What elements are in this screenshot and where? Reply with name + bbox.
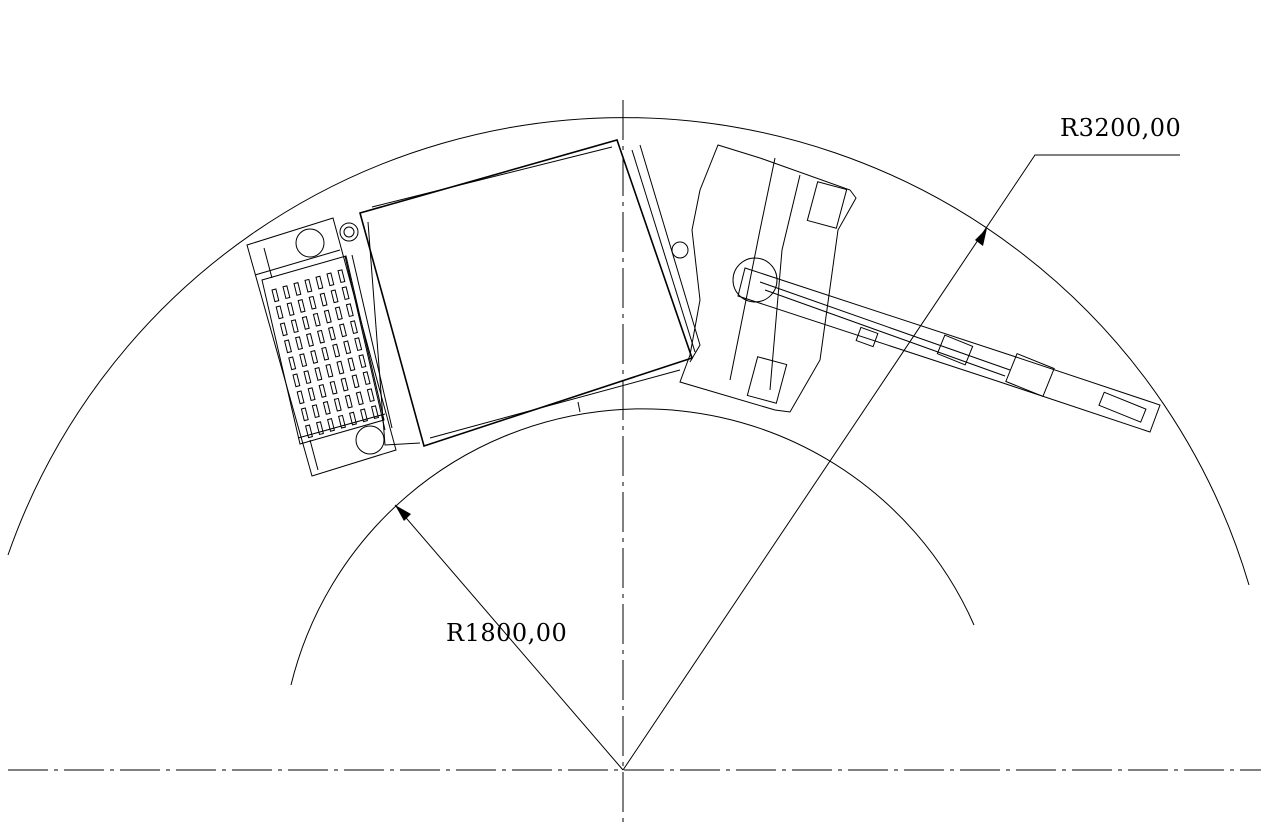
grille-slot [288, 356, 297, 371]
grille-slot [334, 306, 343, 321]
radiator-panel [246, 217, 397, 477]
grille-slot [337, 414, 346, 429]
grille-slot [296, 390, 305, 405]
grille-slot [362, 371, 371, 386]
grille-slot [308, 295, 317, 310]
grille-slot [348, 411, 357, 426]
grille-slot [329, 380, 338, 395]
grille-slot [304, 278, 313, 293]
grille-slot [337, 269, 346, 284]
grille-slot [347, 357, 356, 372]
outer-radius-label: R3200,00 [1060, 114, 1182, 142]
grille-slot [318, 384, 327, 398]
grille-slot [283, 339, 292, 354]
inner-radius-arrowhead [395, 505, 411, 521]
grille-slot [355, 391, 364, 406]
grille-slot [304, 424, 313, 439]
grille-slot [311, 404, 320, 419]
grille-slot [321, 346, 330, 361]
grille-slot [301, 316, 310, 330]
grille-slot [359, 408, 368, 423]
grille-slot [316, 329, 325, 344]
grille-slot [326, 272, 335, 287]
grille-slot [307, 387, 316, 402]
grille-slot [330, 289, 339, 304]
grille-slot [327, 326, 336, 341]
machine-body [339, 139, 701, 448]
grille-slot [299, 353, 308, 368]
inner-radius-leader [394, 504, 624, 771]
grille-slot [349, 320, 358, 335]
grille-slot [366, 388, 375, 403]
rear-frame [671, 144, 857, 413]
grille-slot [275, 305, 284, 320]
boom-arm [737, 267, 1161, 433]
grille-slot [326, 418, 335, 432]
grille-slot [314, 367, 323, 381]
grille-slot [294, 336, 303, 351]
grille-slot [319, 292, 328, 307]
outer-radius-arrowhead [975, 228, 987, 246]
grille-slot [292, 373, 301, 388]
grille-slot [325, 363, 334, 378]
grille-slot [322, 401, 331, 415]
grille-slot [297, 299, 306, 313]
grille-slot [345, 303, 354, 318]
grille-slot [370, 405, 379, 420]
inner-radius-arc [290, 408, 975, 686]
grille-slot [351, 374, 360, 389]
grille-slot [332, 343, 341, 358]
grille-slot [315, 421, 324, 436]
grille-slot [282, 285, 291, 300]
grille-slot [336, 360, 345, 375]
grille-slot [293, 282, 302, 296]
grille-slot [310, 350, 319, 364]
outer-radius-arc [7, 117, 1250, 586]
grille-slot [305, 333, 314, 347]
outer-radius-leader [622, 154, 1180, 771]
grille-slot [315, 275, 324, 290]
grille-slot [271, 288, 280, 303]
grille-slot [343, 340, 352, 355]
grille-slot [303, 370, 312, 385]
grille-slot [312, 312, 321, 327]
grille-slot [279, 322, 288, 337]
grille-slot [341, 286, 350, 301]
grille-slot [358, 354, 367, 369]
grille-slot [323, 309, 332, 324]
grille-slot [286, 302, 295, 317]
grille-slot [333, 397, 342, 412]
grille-slot [344, 394, 353, 409]
grille-slot [338, 323, 347, 338]
inner-radius-label: R1800,00 [446, 619, 568, 647]
grille-slot [354, 337, 363, 352]
grille-slot [290, 319, 299, 334]
grille-slot [300, 407, 309, 422]
grille-slot [340, 377, 349, 392]
